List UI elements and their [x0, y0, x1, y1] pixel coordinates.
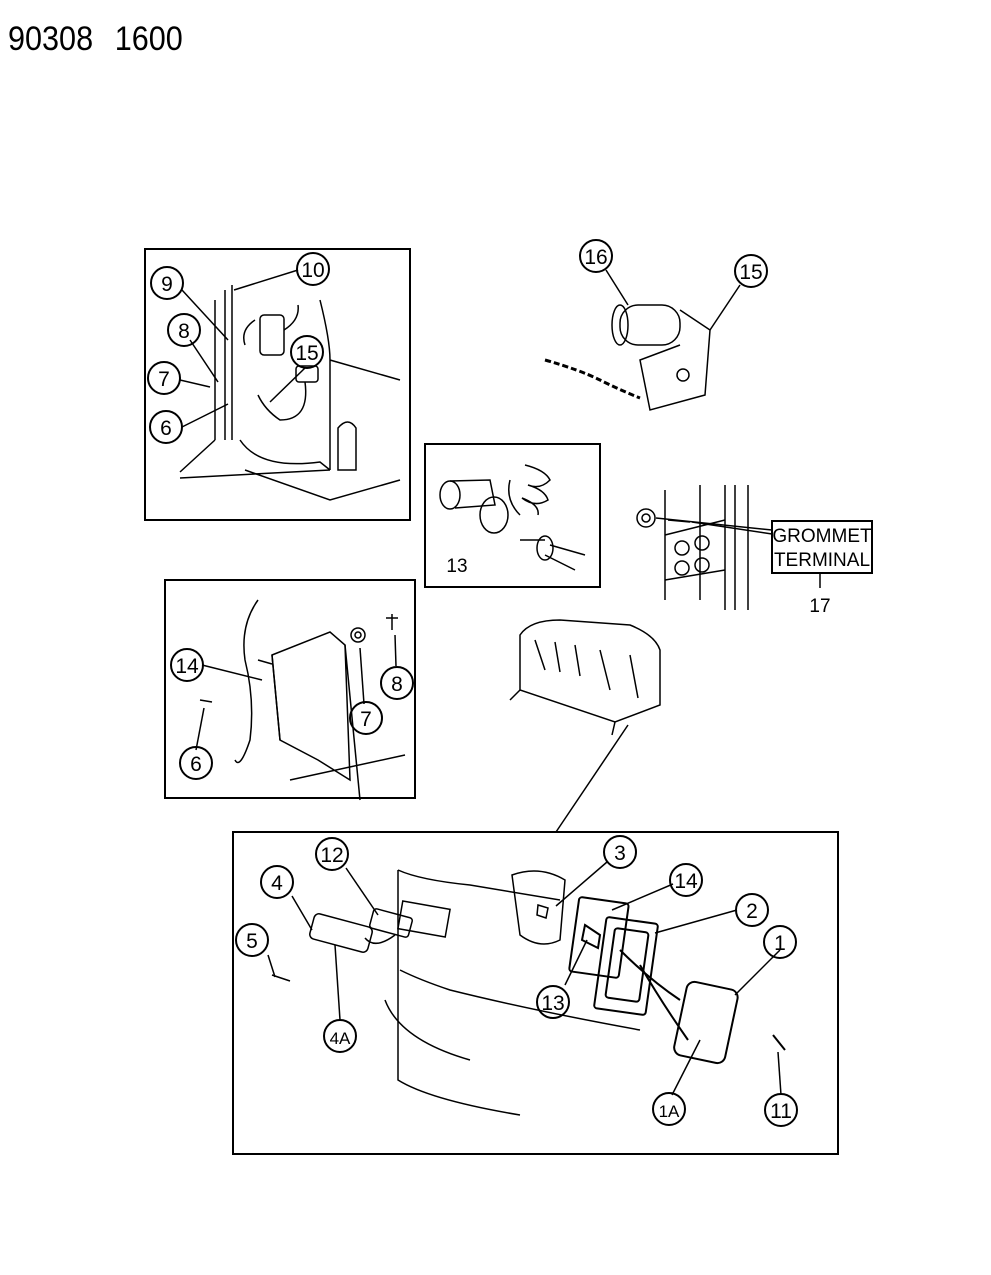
side-marker-illustration	[271, 908, 413, 982]
svg-text:16: 16	[584, 246, 607, 269]
main-leaders	[267, 861, 782, 1096]
svg-text:7: 7	[360, 708, 372, 731]
callout-3: 3	[603, 835, 637, 869]
callout-8: 8	[167, 313, 201, 347]
lower-left-interior-illustration	[199, 599, 406, 801]
label-17: 17	[809, 596, 830, 617]
connector-illustration	[544, 304, 711, 411]
callout-4a: 4A	[323, 1019, 357, 1053]
svg-text:4A: 4A	[330, 1029, 351, 1048]
callout-6: 6	[149, 410, 183, 444]
svg-text:2: 2	[746, 900, 758, 923]
van-illustration	[509, 619, 661, 736]
svg-text:15: 15	[295, 342, 318, 365]
svg-text:11: 11	[770, 1100, 792, 1123]
callout-14: 14	[170, 648, 204, 682]
svg-text:10: 10	[301, 259, 324, 282]
part-number: 90308	[8, 20, 94, 58]
tail-lamp-illustration	[568, 896, 786, 1065]
callout-16: 16	[579, 239, 613, 273]
svg-text:12: 12	[320, 844, 343, 867]
callout-10: 10	[296, 252, 330, 286]
upper-left-leaders	[179, 269, 306, 428]
callout-5: 5	[235, 923, 269, 957]
svg-text:14: 14	[175, 655, 199, 678]
callout-7: 7	[349, 701, 383, 735]
callout-1a: 1A	[652, 1092, 686, 1126]
inset-box-socket	[424, 443, 601, 588]
svg-text:6: 6	[190, 753, 202, 776]
svg-text:9: 9	[161, 273, 173, 296]
svg-text:8: 8	[178, 320, 190, 343]
lower-left-leaders	[195, 634, 397, 751]
upper-left-interior-illustration	[179, 285, 401, 501]
callout-13: 13	[536, 985, 570, 1019]
connector-leaders	[605, 269, 741, 331]
callout-12: 12	[315, 837, 349, 871]
callout-9: 9	[150, 266, 184, 300]
svg-text:1: 1	[774, 932, 786, 955]
diagram-header: 90308 1600	[8, 20, 204, 59]
label-13: 13	[446, 556, 467, 577]
callout-15: 15	[734, 254, 768, 288]
socket-illustration	[439, 464, 586, 571]
callout-4: 4	[260, 865, 294, 899]
van-pointer-line	[555, 724, 629, 833]
svg-text:15: 15	[739, 261, 762, 284]
callout-2: 2	[735, 893, 769, 927]
grommet-terminal-leaders	[655, 517, 821, 588]
label-grommet: GROMMET	[772, 526, 872, 547]
section-number: 1600	[114, 20, 183, 58]
callout-1: 1	[763, 925, 797, 959]
svg-text:1A: 1A	[659, 1102, 680, 1121]
main-body-panel	[384, 869, 641, 1116]
callout-11: 11	[764, 1093, 798, 1127]
svg-text:7: 7	[158, 368, 170, 391]
inset-box-upper-left	[144, 248, 411, 521]
svg-text:4: 4	[271, 872, 283, 895]
inset-box-lower-left	[164, 579, 416, 799]
svg-text:6: 6	[160, 417, 172, 440]
svg-text:14: 14	[674, 870, 698, 893]
svg-text:3: 3	[614, 842, 626, 865]
svg-text:5: 5	[246, 930, 258, 953]
label-terminal: TERMINAL	[774, 550, 870, 571]
callout-7: 7	[147, 361, 181, 395]
main-detail-box	[232, 831, 839, 1155]
callout-8: 8	[380, 666, 414, 700]
grommet-terminal-box	[771, 520, 873, 574]
grommet-terminal-illustration	[636, 485, 749, 610]
svg-text:8: 8	[391, 673, 403, 696]
callout-6: 6	[179, 746, 213, 780]
callout-14: 14	[669, 863, 703, 897]
svg-text:13: 13	[541, 992, 564, 1015]
callout-15: 15	[290, 335, 324, 369]
